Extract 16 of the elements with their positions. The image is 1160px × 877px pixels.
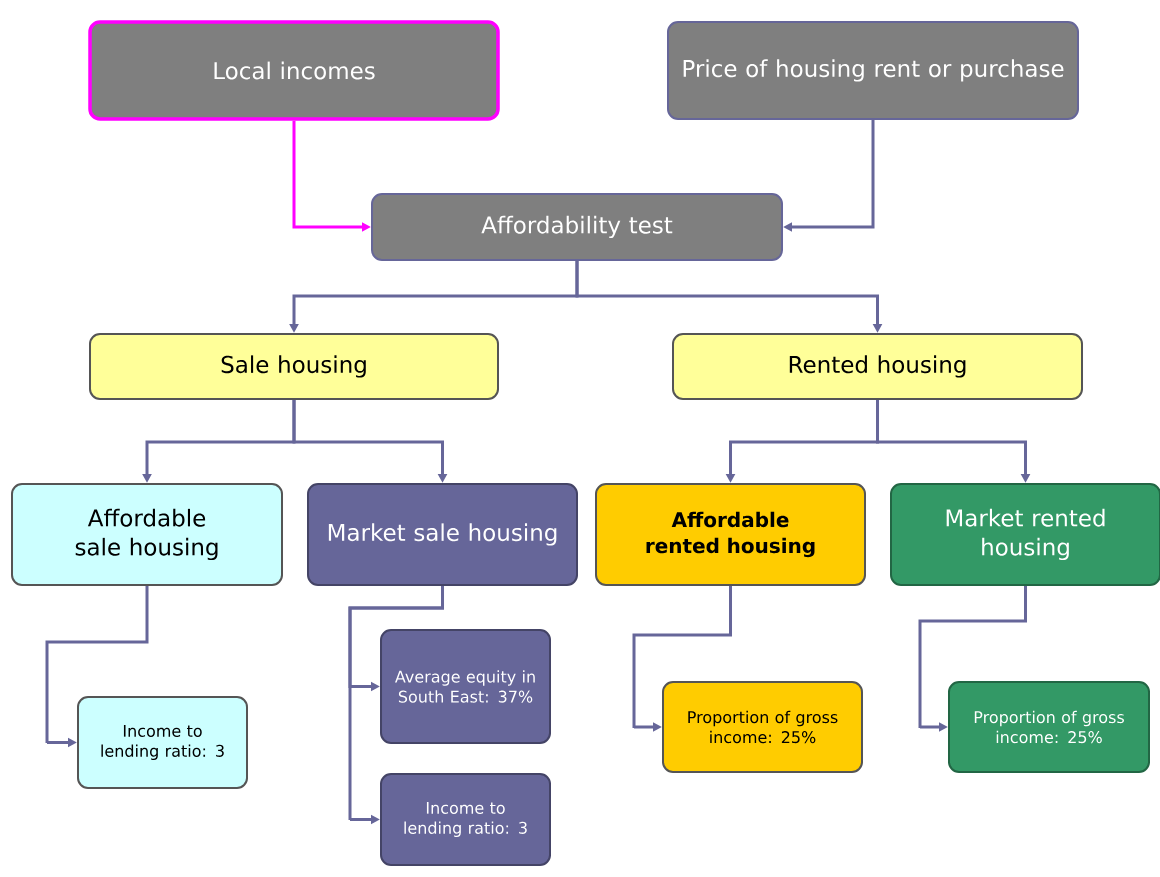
input-box: Price of housing rent or purchase bbox=[667, 21, 1079, 120]
type-box: Market rented housing bbox=[890, 483, 1160, 586]
process-box: Affordability test bbox=[371, 193, 783, 261]
type-box: Market sale housing bbox=[307, 483, 578, 586]
type-box: Affordable sale housing bbox=[11, 483, 283, 586]
category-box: Sale housing bbox=[89, 333, 499, 400]
measure-box: Income to lending ratio: 3 bbox=[77, 696, 248, 789]
arrow bbox=[918, 586, 1027, 732]
measure-box: Proportion of gross income: 25% bbox=[662, 681, 863, 773]
arrow bbox=[632, 586, 732, 732]
type-box: Affordable rented housing bbox=[595, 483, 866, 586]
input-box: Local incomes bbox=[88, 20, 500, 121]
measure-box: Proportion of gross income: 25% bbox=[948, 681, 1150, 773]
measure-box: Income to lending ratio: 3 bbox=[380, 773, 551, 866]
category-box: Rented housing bbox=[672, 333, 1083, 400]
measure-box: Average equity in South East: 37% bbox=[380, 629, 551, 744]
